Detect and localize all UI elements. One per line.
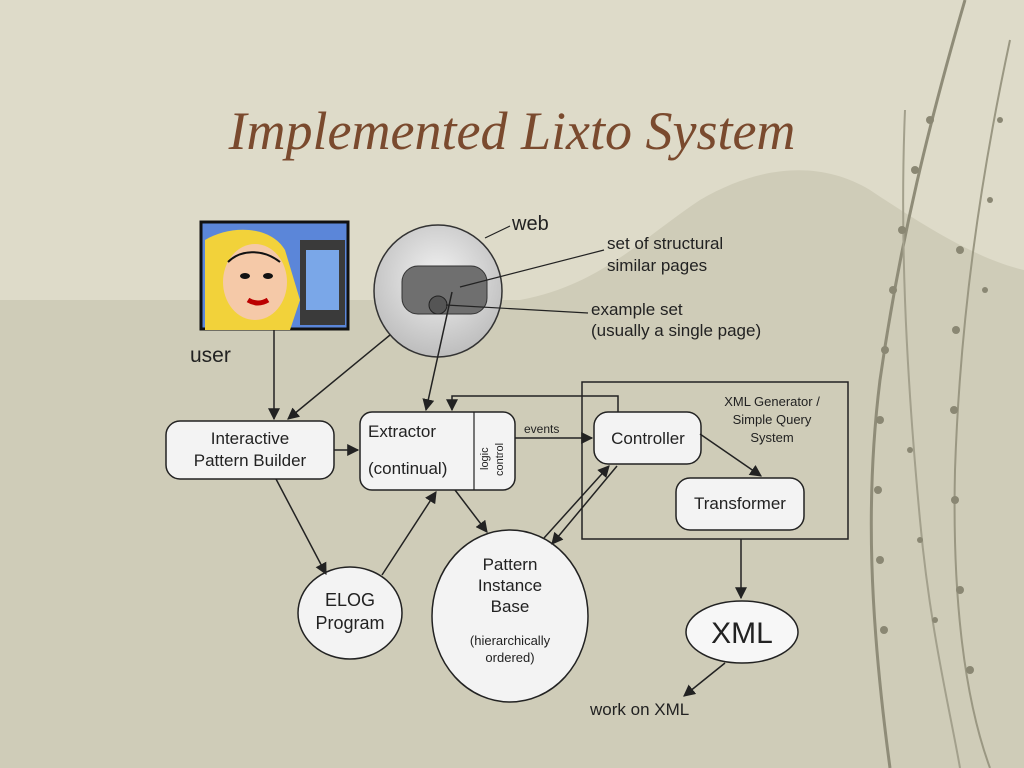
arrow-pib-to-controller	[543, 465, 610, 539]
events-label: events	[524, 422, 559, 436]
willow-branch-main	[869, 0, 967, 768]
logic-control-line1: logic	[479, 447, 491, 470]
transformer-label: Transformer	[694, 494, 786, 513]
example-set-label-line1: example set	[591, 300, 683, 319]
arrow-controller-to-transformer	[699, 433, 762, 477]
willow-branch-secondary	[953, 39, 1011, 768]
user-portrait	[199, 220, 350, 331]
web-callout-line	[484, 225, 511, 239]
structural-pages-set	[401, 265, 488, 315]
work-on-xml-label: work on XML	[589, 700, 689, 719]
xml-label: XML	[711, 617, 773, 650]
logic-control-line2: control	[494, 443, 506, 476]
ipb-line1: Interactive	[211, 429, 289, 448]
transformer-box	[675, 477, 805, 531]
willow-branch-tertiary	[902, 109, 961, 768]
arrow-web-to-extractor	[422, 291, 453, 412]
structural-pages-label-line2: similar pages	[607, 256, 707, 275]
pib-note-line2: ordered)	[485, 650, 534, 665]
extractor-mode: (continual)	[368, 459, 447, 478]
web-globe	[373, 224, 503, 358]
controller-label: Controller	[611, 429, 685, 448]
xml-generator-frame	[581, 381, 849, 540]
structural-pages-callout-line	[459, 249, 605, 288]
user-label: user	[190, 344, 231, 367]
elog-line1: ELOG	[325, 590, 375, 610]
arrow-controller-to-extractor	[446, 395, 619, 412]
arrow-ipb-to-elog	[275, 478, 327, 576]
arrow-xml-to-work	[683, 662, 726, 697]
xml-generator-line2: Simple Query	[733, 412, 812, 427]
arrow-web-to-ipb	[287, 334, 391, 420]
elog-program-ellipse	[297, 566, 403, 660]
arrow-controller-to-pib	[551, 465, 618, 545]
arrow-extractor-to-pib	[454, 489, 488, 533]
controller-box	[593, 411, 702, 465]
willow-leaves	[874, 116, 1003, 674]
pib-line3: Base	[491, 597, 530, 616]
extractor-name: Extractor	[368, 422, 436, 441]
ipb-line2: Pattern Builder	[194, 451, 307, 470]
pib-note-line1: (hierarchically	[470, 633, 551, 648]
example-set-label-line2: (usually a single page)	[591, 321, 761, 340]
pib-line1: Pattern	[483, 555, 538, 574]
pib-line2: Instance	[478, 576, 542, 595]
web-label: web	[511, 213, 549, 235]
example-set-callout-line	[445, 304, 589, 314]
slide-title: Implemented Lixto System	[228, 101, 796, 161]
xml-generator-line1: XML Generator /	[724, 394, 820, 409]
structural-pages-label-line1: set of structural	[607, 234, 723, 253]
arrow-elog-to-extractor	[381, 490, 437, 576]
example-page-dot	[428, 295, 448, 315]
xml-ellipse	[685, 600, 799, 664]
elog-line2: Program	[315, 613, 384, 633]
pattern-instance-base-ellipse	[431, 529, 589, 703]
extractor-box	[359, 411, 516, 491]
xml-generator-line3: System	[750, 430, 793, 445]
